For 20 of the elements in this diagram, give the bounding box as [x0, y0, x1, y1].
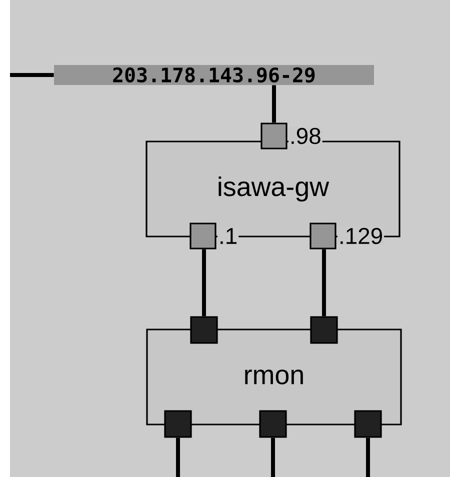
- port-square: [260, 122, 288, 150]
- connector-line: [272, 85, 276, 123]
- connector-line: [10, 73, 54, 77]
- port-square: [310, 222, 336, 250]
- port-label: .1: [218, 227, 239, 245]
- port-label: .129: [338, 226, 384, 246]
- port-square: [190, 222, 216, 250]
- port-square: [190, 316, 218, 344]
- host-box: rmon: [146, 328, 402, 426]
- port-square: [259, 410, 287, 438]
- connector-line: [322, 249, 326, 316]
- port-square: [354, 410, 382, 438]
- port-label: .98: [288, 126, 322, 146]
- connector-line: [271, 438, 275, 477]
- port-square: [310, 316, 338, 344]
- connector-line: [202, 249, 206, 316]
- network-bar: 203.178.143.96-29: [54, 65, 374, 85]
- connector-line: [176, 438, 180, 477]
- port-square: [164, 410, 192, 438]
- connector-line: [366, 438, 370, 477]
